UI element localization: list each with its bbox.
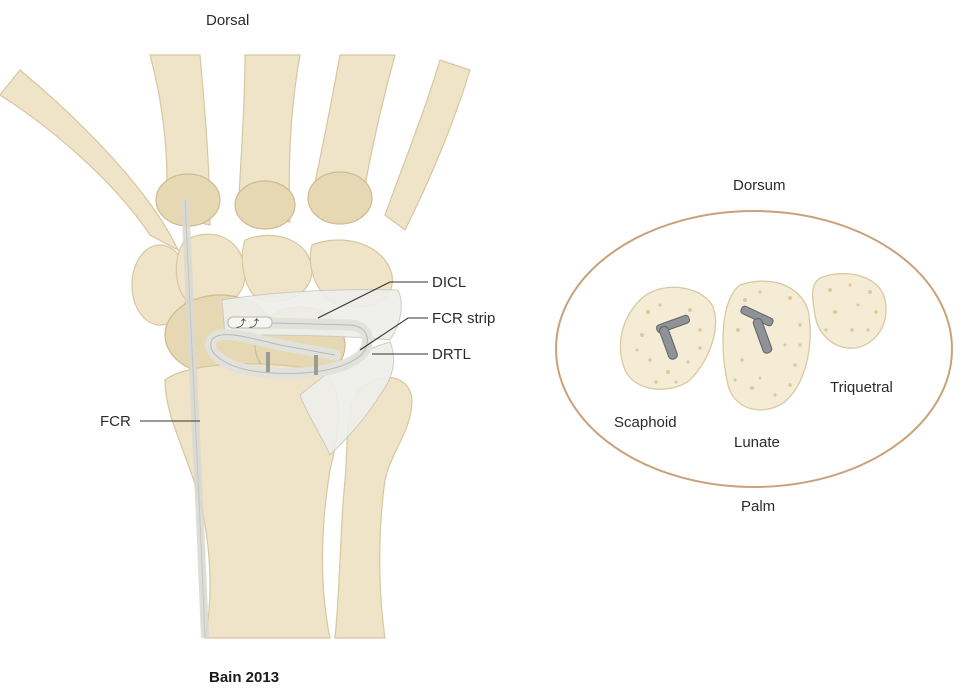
label-dorsum: Dorsum: [733, 177, 786, 194]
wrist-illustration: ⤴ ⤴ Dorsal DICL FCR strip DRTL FCR Bain …: [0, 12, 495, 686]
svg-text:⤴ ⤴: ⤴ ⤴: [236, 317, 259, 330]
label-fcr: FCR: [100, 413, 131, 430]
scaphoid-bone: [620, 287, 715, 389]
lunate-bone: [723, 281, 810, 410]
label-fcr-strip: FCR strip: [432, 310, 495, 327]
triquetral-bone: [813, 274, 886, 349]
credit: Bain 2013: [209, 669, 279, 686]
label-dorsal: Dorsal: [206, 12, 249, 29]
cross-section: Dorsum: [556, 177, 952, 515]
label-lunate: Lunate: [734, 434, 780, 451]
label-palm: Palm: [741, 498, 775, 515]
label-drtl: DRTL: [432, 346, 471, 363]
label-dicl: DICL: [432, 274, 466, 291]
metacarpals: [0, 55, 470, 250]
label-triquetral: Triquetral: [830, 379, 893, 396]
label-scaphoid: Scaphoid: [614, 414, 677, 431]
